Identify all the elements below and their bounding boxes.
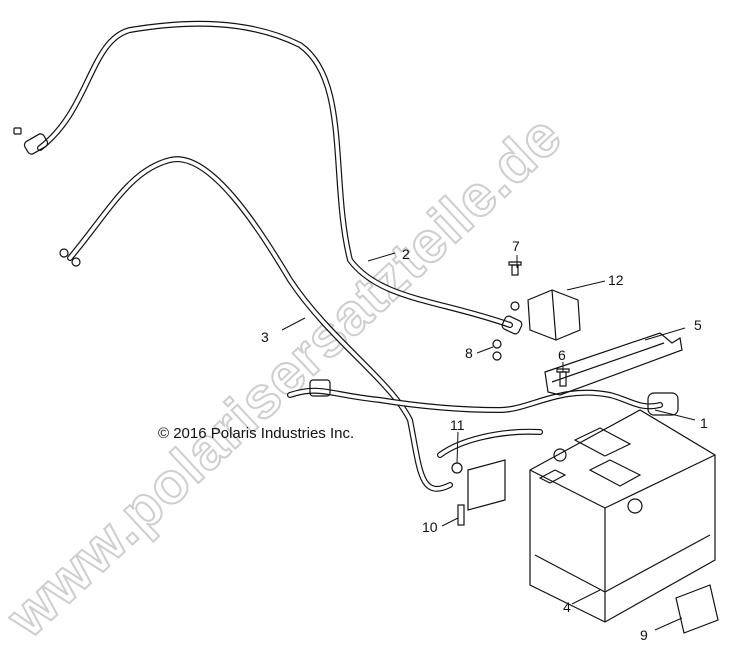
callout-1: 1 xyxy=(700,415,708,431)
pad-9a xyxy=(467,459,506,511)
watermark-text: www.polarisersatzteile.de xyxy=(0,103,574,650)
cable-3 xyxy=(59,156,453,492)
pad-9b xyxy=(675,584,719,634)
callout-4: 4 xyxy=(563,599,571,615)
cable-2 xyxy=(13,20,523,335)
bolt-10 xyxy=(457,504,465,526)
callout-7: 7 xyxy=(512,238,520,254)
callout-8: 8 xyxy=(465,345,473,361)
callout-12: 12 xyxy=(608,272,624,288)
callout-6: 6 xyxy=(558,347,566,363)
callout-2: 2 xyxy=(402,246,410,262)
relay-solenoid xyxy=(510,289,581,341)
ground-cable xyxy=(437,428,543,458)
nut-8 xyxy=(492,339,502,361)
leader-lines xyxy=(281,252,696,631)
copyright-text: © 2016 Polaris Industries Inc. xyxy=(158,425,354,442)
callout-5: 5 xyxy=(694,317,702,333)
callout-9: 9 xyxy=(640,627,648,643)
bolt-7 xyxy=(508,261,522,276)
callout-3: 3 xyxy=(261,329,269,345)
cable-1 xyxy=(287,379,679,416)
battery xyxy=(529,409,716,623)
callout-11: 11 xyxy=(450,417,465,433)
callout-10: 10 xyxy=(422,519,438,535)
nut-11 xyxy=(451,462,463,474)
